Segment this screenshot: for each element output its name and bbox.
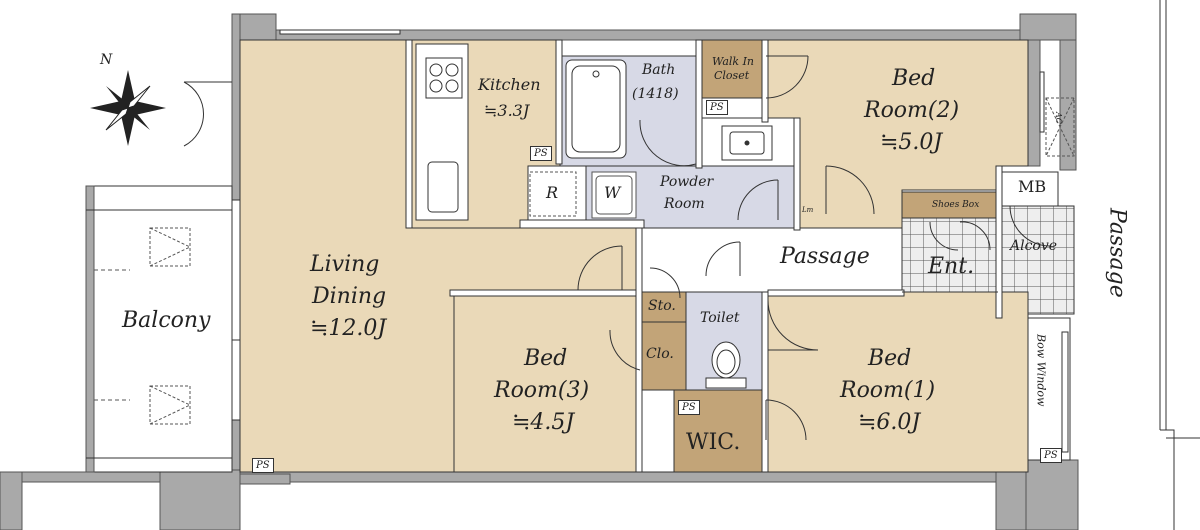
bow-window-label: Bow Window — [1034, 334, 1048, 407]
bedroom2-label: Bed — [892, 66, 936, 91]
closet-clo-label: Clo. — [646, 346, 674, 362]
bedroom3-label2: Room(3) — [494, 378, 590, 403]
refrigerator-label: R — [546, 183, 559, 202]
wic-label: WIC. — [686, 430, 741, 455]
passage-inner — [639, 227, 903, 293]
bedroom2-size: ≒5.0J — [880, 130, 943, 155]
outer-passage-label: Passage — [1104, 208, 1130, 298]
balcony-label: Balcony — [122, 308, 211, 333]
walk-in-label: Walk In — [712, 55, 755, 68]
bedroom1-size: ≒6.0J — [858, 410, 921, 435]
bedroom3-label: Bed — [524, 346, 568, 371]
entrance-label: Ent. — [928, 254, 975, 279]
kitchen-label: Kitchen — [478, 75, 541, 94]
bedroom-3 — [453, 291, 641, 473]
closet-label: Closet — [714, 69, 750, 82]
ps-tag-bow: PS — [1040, 448, 1062, 463]
kitchen-counter — [415, 43, 469, 221]
toilet-fixture — [705, 341, 747, 389]
windows — [231, 29, 1069, 453]
bedroom1-label2: Room(1) — [840, 378, 936, 403]
ac-unit — [1045, 97, 1075, 157]
right-building-edge — [1159, 0, 1200, 530]
ps-tag-kitchen: PS — [530, 146, 552, 161]
bedroom-1 — [763, 291, 1029, 473]
alcove-label: Alcove — [1010, 238, 1058, 254]
kitchen-size: ≒3.3J — [484, 101, 530, 120]
toilet-label: Toilet — [700, 310, 740, 326]
toilet-room — [685, 291, 765, 391]
ac-label: AC — [1054, 112, 1064, 124]
dining-label: Dining — [312, 284, 387, 309]
bath-size: (1418) — [632, 86, 679, 102]
bedroom3-size: ≒4.5J — [512, 410, 575, 435]
bedroom1-label: Bed — [868, 346, 912, 371]
washer-label: W — [604, 183, 621, 202]
ps-tag-toilet: PS — [678, 400, 700, 415]
storage-sto — [639, 291, 687, 323]
shoes-box-label: Shoes Box — [932, 200, 980, 210]
living-size: ≒12.0J — [310, 316, 387, 341]
ps-tag-closet: PS — [706, 100, 728, 115]
fridge-washer — [529, 171, 637, 219]
powder-room-label: Room — [664, 196, 705, 212]
mb-label: MB — [1018, 177, 1047, 196]
bedroom2-label2: Room(2) — [864, 98, 960, 123]
bath-label: Bath — [642, 62, 676, 78]
ps-tag-living: PS — [252, 458, 274, 473]
lm-label: Lm — [802, 206, 814, 214]
inner-walls — [405, 39, 1003, 473]
mb-box — [1001, 171, 1059, 207]
compass-rose-icon — [90, 70, 166, 146]
passage-label: Passage — [780, 244, 870, 269]
bathtub — [565, 59, 627, 159]
powder-label: Powder — [660, 174, 714, 190]
vanity-sink — [721, 125, 773, 161]
compass-north-label: N — [100, 52, 113, 68]
living-label: Living — [310, 252, 380, 277]
storage-label: Sto. — [648, 298, 676, 314]
door-swings — [183, 55, 1051, 441]
